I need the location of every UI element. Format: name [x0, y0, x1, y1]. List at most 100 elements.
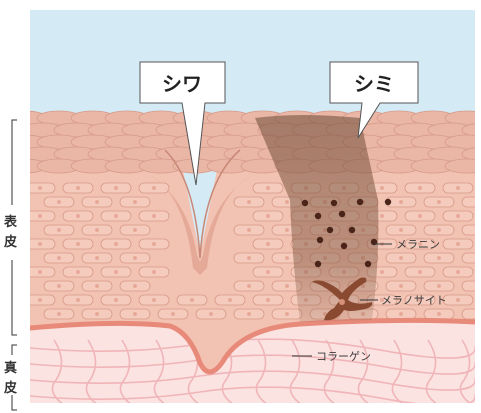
- cell-nucleus: [380, 186, 384, 190]
- cell-nucleus: [95, 256, 99, 260]
- cell-nucleus: [266, 186, 270, 190]
- melanin-dot: [331, 200, 337, 206]
- label-collagen: コラーゲン: [316, 350, 371, 363]
- side-label-dermis-2: 皮: [3, 380, 17, 396]
- cell-nucleus: [190, 298, 194, 302]
- melanin-dot: [349, 227, 355, 233]
- cell-nucleus: [57, 284, 61, 288]
- melanin-dot: [357, 199, 363, 205]
- cell-nucleus: [456, 186, 460, 190]
- cell-nucleus: [380, 214, 384, 218]
- cell-nucleus: [152, 270, 156, 274]
- cell-nucleus: [76, 186, 80, 190]
- cell-nucleus: [57, 200, 61, 204]
- cell-nucleus: [285, 312, 289, 316]
- cell: [462, 225, 481, 235]
- cell-nucleus: [38, 214, 42, 218]
- cell-nucleus: [95, 228, 99, 232]
- cell-nucleus: [399, 228, 403, 232]
- cell-nucleus: [171, 312, 175, 316]
- cell: [462, 309, 481, 319]
- callout-spot-text: シミ: [354, 72, 394, 96]
- cell-nucleus: [76, 270, 80, 274]
- scale: [445, 159, 481, 173]
- melanin-dot: [315, 261, 321, 267]
- melanin-dot: [341, 243, 347, 249]
- stratum-corneum-scales: [3, 111, 481, 173]
- cell-nucleus: [285, 256, 289, 260]
- cell-nucleus: [456, 298, 460, 302]
- cell-nucleus: [437, 228, 441, 232]
- cell-nucleus: [247, 256, 251, 260]
- cell-nucleus: [475, 256, 479, 260]
- callout-wrinkle-text: シワ: [162, 72, 202, 96]
- cell-nucleus: [133, 284, 137, 288]
- cell-nucleus: [456, 242, 460, 246]
- cell: [462, 197, 481, 207]
- cell-nucleus: [152, 242, 156, 246]
- cell-nucleus: [152, 298, 156, 302]
- dermis-bracket: [12, 345, 17, 410]
- cell-nucleus: [437, 256, 441, 260]
- cell-nucleus: [114, 242, 118, 246]
- cell-nucleus: [152, 214, 156, 218]
- cell-nucleus: [133, 256, 137, 260]
- cell-nucleus: [380, 270, 384, 274]
- cell-nucleus: [399, 256, 403, 260]
- cell-nucleus: [114, 186, 118, 190]
- cell-nucleus: [114, 298, 118, 302]
- cell-nucleus: [76, 298, 80, 302]
- cell-nucleus: [38, 242, 42, 246]
- cell-nucleus: [114, 214, 118, 218]
- cell-nucleus: [266, 214, 270, 218]
- cell-nucleus: [456, 270, 460, 274]
- cell-nucleus: [418, 214, 422, 218]
- melanin-dot: [365, 261, 371, 267]
- cell-nucleus: [247, 228, 251, 232]
- cell-nucleus: [399, 312, 403, 316]
- cell-nucleus: [133, 200, 137, 204]
- cell-nucleus: [437, 312, 441, 316]
- collagen-fiber: [18, 340, 30, 405]
- cell-nucleus: [95, 284, 99, 288]
- label-melanin: メラニン: [396, 238, 440, 251]
- cell-nucleus: [399, 284, 403, 288]
- cell-nucleus: [76, 242, 80, 246]
- cell-nucleus: [475, 228, 479, 232]
- side-label-epidermis-2: 皮: [3, 234, 17, 250]
- cell-nucleus: [266, 270, 270, 274]
- cell-nucleus: [475, 284, 479, 288]
- cell-nucleus: [57, 256, 61, 260]
- cell-nucleus: [247, 200, 251, 204]
- cell-nucleus: [456, 214, 460, 218]
- cell-nucleus: [247, 312, 251, 316]
- cell-nucleus: [38, 298, 42, 302]
- cell-nucleus: [285, 228, 289, 232]
- cell-nucleus: [133, 228, 137, 232]
- cell: [462, 281, 481, 291]
- cell-nucleus: [266, 242, 270, 246]
- cell-nucleus: [437, 284, 441, 288]
- cell-nucleus: [418, 270, 422, 274]
- melanin-dot: [317, 237, 323, 243]
- cell-nucleus: [475, 312, 479, 316]
- side-label-dermis-1: 真: [4, 360, 17, 376]
- cell-nucleus: [247, 284, 251, 288]
- cell-nucleus: [114, 270, 118, 274]
- cell: [462, 253, 481, 263]
- cell-nucleus: [152, 186, 156, 190]
- melanin-dot: [302, 200, 308, 206]
- cell-nucleus: [285, 284, 289, 288]
- cell-nucleus: [57, 312, 61, 316]
- melanin-dot: [315, 213, 321, 219]
- cell-nucleus: [475, 200, 479, 204]
- cell-nucleus: [228, 298, 232, 302]
- side-label-epidermis-1: 表: [3, 214, 18, 230]
- cell-nucleus: [418, 186, 422, 190]
- cell-nucleus: [38, 186, 42, 190]
- cell-nucleus: [209, 312, 213, 316]
- cell-nucleus: [266, 298, 270, 302]
- cell-nucleus: [57, 228, 61, 232]
- cell-nucleus: [133, 312, 137, 316]
